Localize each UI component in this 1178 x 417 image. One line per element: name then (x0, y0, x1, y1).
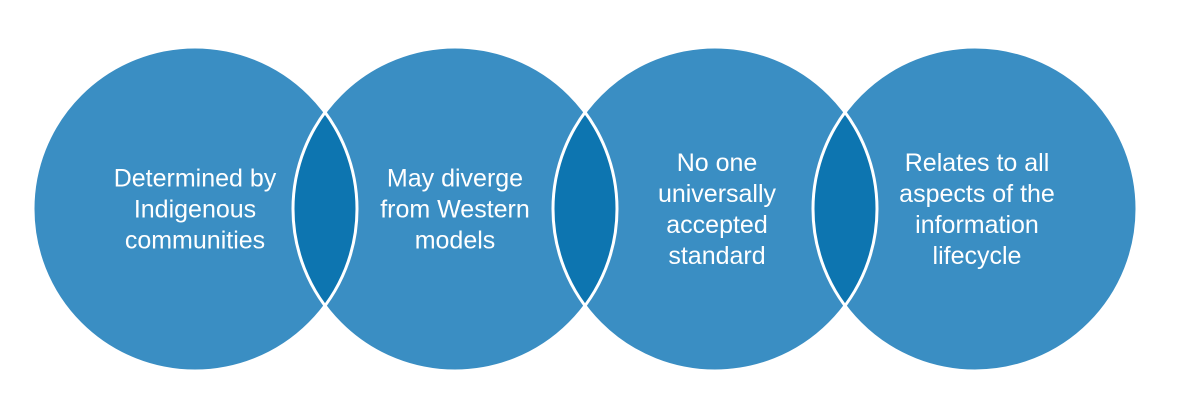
circle-3 (553, 47, 877, 371)
circle-2 (293, 47, 617, 371)
circle-outline-3 (551, 45, 879, 373)
circle-outline-1 (31, 45, 359, 373)
circle-outline-4 (811, 45, 1139, 373)
circle-1 (33, 47, 357, 371)
circle-label-1: Determined by Indigenous communities (113, 164, 277, 255)
circle-4 (813, 47, 1137, 371)
circle-outline-2 (291, 45, 619, 373)
circle-label-2: May diverge from Western models (380, 164, 530, 255)
circle-label-4: Relates to all aspects of the informatio… (899, 149, 1055, 270)
circle-label-3: No one universally accepted standard (657, 149, 777, 270)
